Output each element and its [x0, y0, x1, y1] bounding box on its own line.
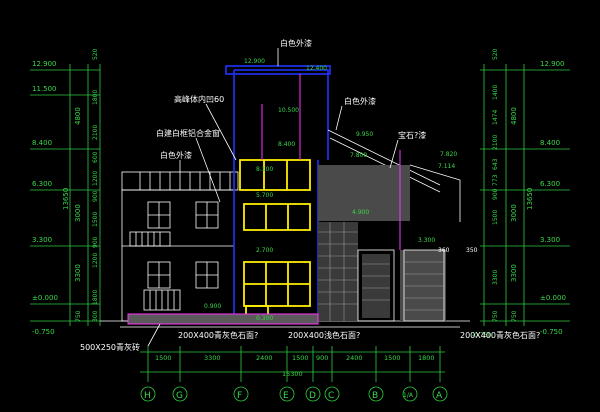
ldim-outer-2: 3300	[74, 264, 82, 282]
rdim-inner-2: 1474	[492, 110, 499, 125]
lvl-13: 0.900	[204, 303, 221, 310]
elev-right-4: ±0.000	[540, 294, 566, 302]
rdim-inner-9: 750	[492, 310, 499, 322]
axis-label-g: G	[176, 391, 183, 401]
ldim-inner-3: 600	[92, 151, 99, 163]
ldim-inner-9: 1800	[92, 290, 99, 305]
axis-label-1a: 1/A	[403, 392, 414, 399]
label-stone-bottom-mid: 200X400浅色石面?	[288, 330, 360, 340]
label-white-paint-mid: 白色外漆	[344, 96, 376, 106]
annotation-labels: 白色外漆 白色外漆 高峰体内凹60 白建白框铝合金窗 白色外漆 宝石?漆 200…	[80, 38, 540, 352]
elev-left-6: -0.750	[32, 328, 55, 336]
rdim-outer-4: 13650	[526, 188, 534, 210]
rdim-outer-1: 3000	[510, 204, 518, 222]
lvl-12: 2.700	[256, 247, 273, 254]
ldim-inner-7: 900	[92, 236, 99, 248]
rdim-inner-0: 520	[492, 48, 499, 60]
elev-left-3: 6.300	[32, 180, 52, 188]
lvl-14: 0.300	[256, 315, 273, 322]
rdim-outer-0: 4800	[510, 107, 518, 125]
lvl-1: 12.400	[306, 65, 327, 72]
axis-label-a: A	[436, 391, 443, 401]
axis-label-b: B	[372, 391, 378, 401]
lvl-8: 8.100	[256, 166, 273, 173]
lvl-9: 5.700	[256, 192, 273, 199]
elev-left-2: 8.400	[32, 139, 52, 147]
ldim-inner-1: 1800	[92, 90, 99, 105]
ldim-outer-0: 4800	[74, 107, 82, 125]
rdim-inner-3: 2100	[492, 135, 499, 150]
ldim-inner-5: 900	[92, 190, 99, 202]
inline-levels: 12.900 12.400 10.500 9.950 8.400 7.820 7…	[204, 58, 492, 339]
ldim-inner-10: 300	[92, 310, 99, 322]
rdim-inner-6: 900	[492, 188, 499, 200]
rdim-outer-2: 3300	[510, 264, 518, 282]
elev-right-0: 12.900	[540, 60, 565, 68]
label-dim-360: 360	[438, 247, 450, 254]
bdim-2: 2400	[256, 354, 273, 362]
ldim-outer-4: 13650	[62, 188, 70, 210]
ldim-inner-6: 1500	[92, 212, 99, 227]
elev-right-1: 8.400	[540, 139, 560, 147]
rdim-inner-8: 3300	[492, 270, 499, 285]
elev-left-1: 11.500	[32, 85, 57, 93]
label-stone-bottom-right: 200X400青灰色石面?	[460, 330, 540, 340]
ldim-inner-4: 1200	[92, 171, 99, 186]
axis-label-c: C	[328, 391, 334, 401]
rdim-inner-5: 773	[492, 174, 499, 186]
axis-bubbles: H G F E D C B 1/A A	[140, 386, 448, 402]
ldim-inner-8: 1200	[92, 253, 99, 268]
lvl-3: 9.950	[356, 131, 373, 138]
label-dim-350: 350	[466, 247, 478, 254]
label-aluminum: 白建白框铝合金窗	[156, 128, 220, 138]
axis-label-h: H	[144, 391, 151, 401]
rdim-inner-1: 1400	[492, 85, 499, 100]
bdim-6: 1500	[384, 354, 401, 362]
building	[100, 65, 470, 328]
bdim-7: 1800	[418, 354, 435, 362]
bottom-dimensions: 1500 3300 2400 1500 900 2400 1500 1800 1…	[140, 346, 445, 382]
lvl-2: 10.500	[278, 107, 299, 114]
elev-right-2: 6.300	[540, 180, 560, 188]
rdim-inner-7: 1500	[492, 210, 499, 225]
rdim-inner-4: 643	[492, 158, 499, 170]
lvl-5: 7.820	[440, 151, 457, 158]
ldim-inner-2: 2100	[92, 125, 99, 140]
bdim-3: 1500	[292, 354, 309, 362]
lvl-0: 12.900	[244, 58, 265, 65]
label-railing: 高峰体内凹60	[174, 94, 224, 104]
axis-label-e: E	[283, 391, 289, 401]
ldim-outer-3: 750	[75, 310, 82, 322]
ldim-outer-1: 3000	[74, 204, 82, 222]
label-white-paint-left: 白色外漆	[160, 150, 192, 160]
lvl-10: 4.900	[352, 209, 369, 216]
bdim-total: 15300	[282, 370, 303, 378]
elev-left-0: 12.900	[32, 60, 57, 68]
lvl-15: -0.750	[472, 332, 492, 339]
lvl-6: 7.800	[350, 152, 367, 159]
axis-label-f: F	[237, 391, 242, 401]
axis-label-d: D	[309, 391, 316, 401]
label-stone-bottom-left: 200X400青灰色石面?	[178, 330, 258, 340]
bdim-0: 1500	[155, 354, 172, 362]
lvl-7: 7.114	[438, 163, 455, 170]
elev-left-5: ±0.000	[32, 294, 58, 302]
label-stone-paint: 宝石?漆	[398, 130, 426, 140]
label-block: 500X250青灰砖	[80, 342, 140, 352]
ldim-inner-0: 520	[92, 48, 99, 60]
bdim-1: 3300	[204, 354, 221, 362]
bdim-4: 900	[316, 354, 328, 362]
label-white-paint-top: 白色外漆	[280, 38, 312, 48]
lvl-4: 8.400	[278, 141, 295, 148]
lvl-11: 3.300	[418, 237, 435, 244]
rdim-outer-3: 750	[511, 310, 518, 322]
right-elevation-scale: 12.900 8.400 6.300 3.300 ±0.000 -0.750 4…	[480, 48, 570, 336]
bdim-5: 2400	[346, 354, 363, 362]
elev-right-3: 3.300	[540, 236, 560, 244]
elev-right-5: -0.750	[540, 328, 563, 336]
elev-left-4: 3.300	[32, 236, 52, 244]
left-elevation-scale: 12.900 11.500 8.400 6.300 3.300 ±0.000 -…	[30, 48, 101, 336]
